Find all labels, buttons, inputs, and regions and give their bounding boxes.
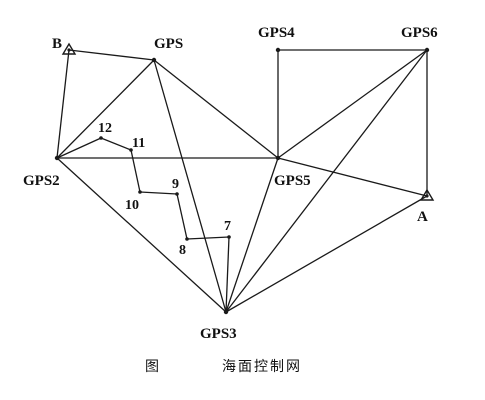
edges-layer <box>56 49 428 313</box>
figure-caption-prefix: 图 <box>145 359 159 375</box>
node-label-b: B <box>52 36 62 52</box>
edge-gps5-gps3 <box>225 157 279 313</box>
node-dot-gps5 <box>275 155 281 161</box>
control-point-triangle-icon-b <box>61 42 77 55</box>
edge-p10-p9 <box>139 191 178 195</box>
edge-gps-gps5 <box>153 59 279 159</box>
node-label-p11: 11 <box>132 136 145 151</box>
edge-gps5-a <box>277 157 428 197</box>
node-label-a: A <box>417 209 428 225</box>
edge-a-gps3 <box>225 195 428 313</box>
node-label-gps5: GPS5 <box>274 173 311 189</box>
node-dot-p12 <box>99 136 103 140</box>
node-dot-gps2 <box>54 155 60 161</box>
node-label-p12: 12 <box>98 121 112 136</box>
node-label-gps: GPS <box>154 36 183 52</box>
figure-caption-title: 海面控制网 <box>222 359 302 375</box>
node-dot-p10 <box>138 190 142 194</box>
edge-gps2-p12 <box>56 137 102 159</box>
edge-p9-p8 <box>176 193 188 240</box>
node-label-gps3: GPS3 <box>200 326 237 342</box>
node-label-p10: 10 <box>125 198 139 213</box>
edge-gps6-gps5 <box>277 49 428 159</box>
node-dot-gps3 <box>223 309 229 315</box>
node-dot-gps <box>151 57 157 63</box>
edge-gps6-gps3 <box>225 49 428 313</box>
node-dot-gps6 <box>424 47 430 53</box>
edge-p8-p7 <box>186 236 230 240</box>
edge-gps-gps2 <box>56 59 155 159</box>
node-label-gps6: GPS6 <box>401 25 438 41</box>
node-dot-p11 <box>129 148 133 152</box>
edge-p7-gps3 <box>225 236 230 313</box>
edge-gps-gps3 <box>153 59 227 313</box>
nodes-layer <box>54 42 435 315</box>
node-dot-gps4 <box>275 47 281 53</box>
edge-b-gps2 <box>56 49 70 159</box>
node-label-p7: 7 <box>224 219 231 234</box>
control-point-triangle-icon-a <box>419 188 435 201</box>
node-label-p8: 8 <box>179 243 186 258</box>
node-dot-p7 <box>227 235 231 239</box>
edge-p11-p10 <box>130 149 141 193</box>
edge-b-gps <box>68 49 155 61</box>
edge-gps2-gps3 <box>56 157 227 313</box>
node-label-p9: 9 <box>172 177 179 192</box>
node-dot-p9 <box>175 192 179 196</box>
node-label-gps4: GPS4 <box>258 25 295 41</box>
node-dot-p8 <box>185 237 189 241</box>
edge-p12-p11 <box>100 137 132 151</box>
node-label-gps2: GPS2 <box>23 173 60 189</box>
